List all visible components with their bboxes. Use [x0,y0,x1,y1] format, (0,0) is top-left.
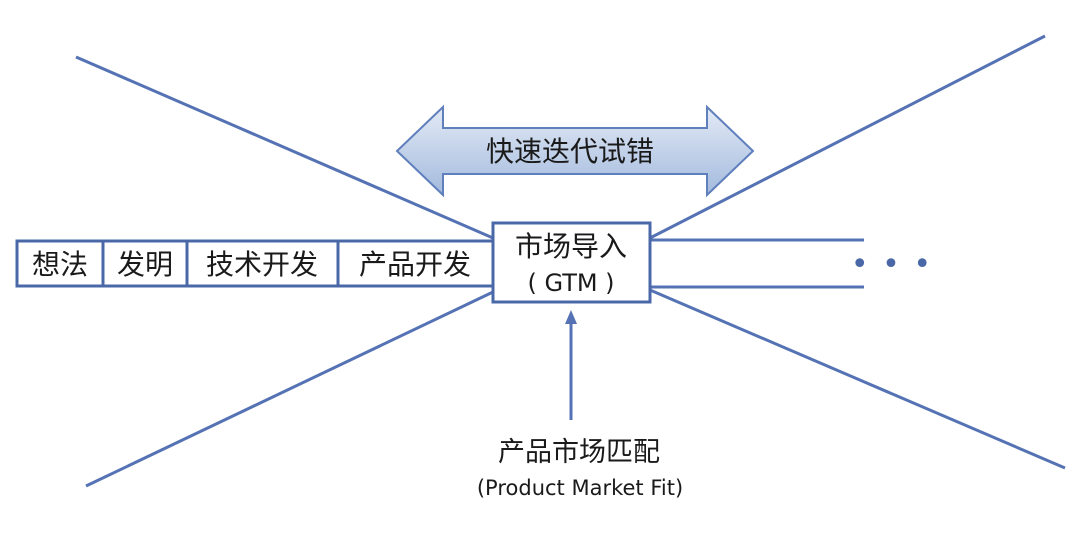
stage-label-product-dev: 产品开发 [359,248,471,281]
stage-labels: 想法 发明 技术开发 产品开发 市场导入 ( GTM ) [32,230,627,297]
gtm-label-line1: 市场导入 [515,230,627,263]
gtm-box [491,221,652,304]
funnel-line-lower-right [649,288,1066,470]
pmf-arrow [565,310,577,420]
stage-label-idea: 想法 [32,248,88,281]
stage-label-tech-dev: 技术开发 [206,248,318,281]
pmf-sublabel: (Product Market Fit) [477,476,683,500]
stage-box-product-dev [336,239,495,288]
stage-box-idea [15,239,105,288]
gtm-label-line2: ( GTM ) [527,269,614,297]
stage-label-invention: 发明 [117,248,173,281]
continuation-dots: • • • [851,247,933,282]
funnel-line-upper-right [649,34,1046,240]
iteration-double-arrow [395,104,755,198]
stage-boxes [15,221,652,304]
pmf-label: 产品市场匹配 [498,437,660,468]
pmf-arrow-head [565,310,577,324]
funnel-lines [75,34,1066,488]
iteration-arrow-label: 快速迭代试错 [486,135,654,168]
funnel-line-lower-left [85,290,494,488]
funnel-line-upper-left [75,55,494,240]
